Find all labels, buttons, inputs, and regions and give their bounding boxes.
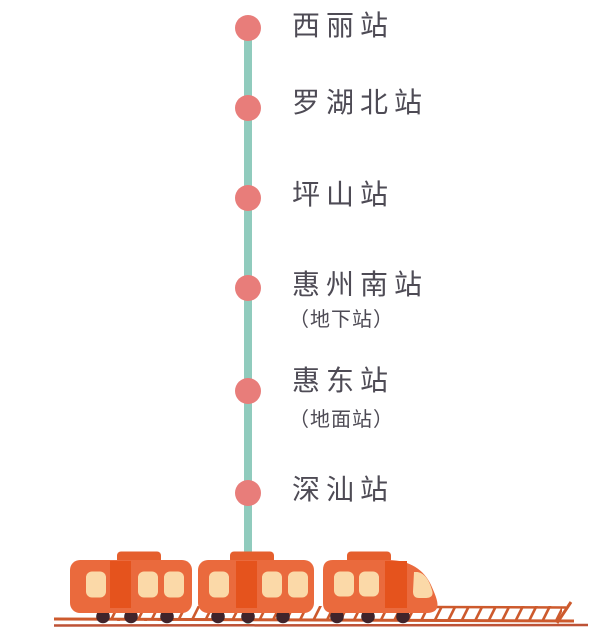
route-line: [244, 28, 252, 624]
train-car: [198, 551, 314, 624]
train-icon: [53, 551, 589, 627]
station-name: 坪山站: [292, 180, 395, 211]
train-car: [70, 551, 192, 624]
station-name: 惠东站: [292, 366, 395, 397]
station-dot: [235, 95, 261, 121]
station-name: 罗湖北站: [292, 88, 429, 119]
station-dot: [235, 15, 261, 41]
station-dot: [235, 275, 261, 301]
station-subtitle: （地面站）: [289, 409, 394, 431]
station-name: 惠州南站: [292, 270, 429, 301]
station-dot: [235, 480, 261, 506]
station-subtitle: （地下站）: [289, 309, 394, 331]
station-name: 西丽站: [292, 11, 395, 42]
train-head-car: [323, 551, 438, 624]
station-dot: [235, 378, 261, 404]
station-name: 深汕站: [292, 475, 395, 506]
station-dot: [235, 185, 261, 211]
